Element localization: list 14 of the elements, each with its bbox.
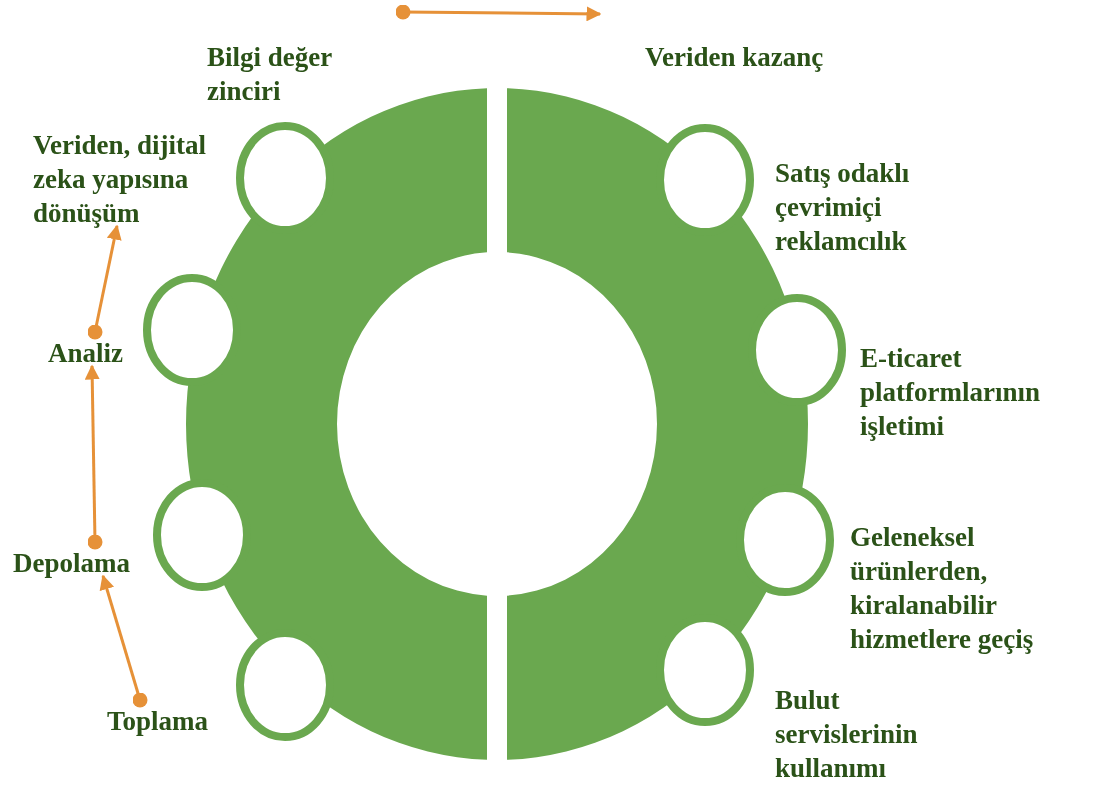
- step-label: Toplama: [107, 705, 210, 738]
- step-label: Satış odaklı çevrimiçi reklamcılık: [775, 157, 911, 258]
- step-label: Geleneksel ürünlerden, kiralanabilir hizmetlere geçiş: [850, 521, 1035, 656]
- arrow: [87, 224, 122, 340]
- step-label: Veriden, dijital zeka yapısına dönüşüm: [33, 129, 207, 230]
- arrow: [395, 4, 602, 22]
- arrow: [99, 574, 148, 708]
- step-label: Analiz: [48, 337, 124, 370]
- step-label: E-ticaret platformlarının işletimi: [860, 342, 1041, 443]
- step-label: Depolama: [13, 547, 131, 580]
- step-label: Bulut servislerinin kullanımı: [775, 684, 919, 785]
- step-label: Veriden kazanç: [645, 41, 825, 74]
- step-label: Bilgi değer zinciri: [207, 41, 333, 108]
- arrow: [84, 364, 103, 550]
